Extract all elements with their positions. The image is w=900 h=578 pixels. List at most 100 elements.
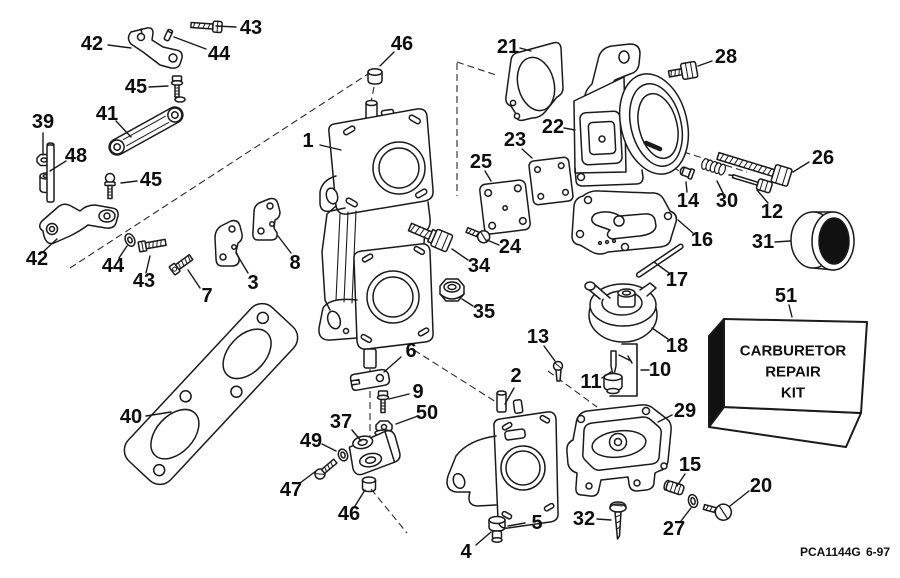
footer: PCA1144G 6-97 [800,545,890,559]
part-screw-20 [702,503,733,521]
callout-10: 10 [649,359,671,381]
callout-12: 12 [761,201,783,223]
part-washer-49 [337,448,349,462]
part-packing-nut-14 [679,166,696,180]
callout-6: 6 [405,340,416,362]
callout-34: 34 [468,255,491,277]
callout-21: 21 [497,36,519,58]
part-screw-9 [376,390,390,414]
part-float [584,281,658,343]
part-screw-45b [104,172,116,200]
footer-issue: 6-97 [866,545,890,559]
callout-25: 25 [470,151,492,173]
part-plug-15 [663,479,685,496]
callout-22: 22 [542,116,564,138]
callout-16: 16 [691,229,713,251]
callout-41: 41 [96,103,118,125]
callout-43b: 43 [133,270,155,292]
part-plug-46b [361,476,377,493]
part-bowl-gasket-16 [571,190,678,255]
part-nut-35 [439,278,465,302]
callout-44b: 44 [102,255,125,277]
callout-24: 24 [499,236,522,258]
part-cam-follower-plate [349,368,391,392]
callout-42b: 42 [26,248,48,270]
callout-31: 31 [752,231,774,253]
callout-48: 48 [65,145,87,167]
callout-50: 50 [416,402,438,424]
callout-18: 18 [666,335,688,357]
part-cup-seal-31 [790,211,855,271]
callout-44a: 44 [208,43,231,65]
part-screw-47 [314,458,338,480]
group-bracket-10 [609,343,638,397]
leader-lines [42,25,810,546]
part-screw-7 [168,254,194,276]
part-screw-45a [170,75,186,103]
part-pump-plate-25 [479,179,531,235]
callout-39: 39 [32,111,54,133]
callout-5: 5 [531,512,542,534]
callout-9: 9 [412,381,423,403]
part-cover-gasket-21 [505,41,564,122]
repair-kit-box-text: CARBURETOR REPAIR KIT [740,343,847,402]
part-plug-46a [367,68,383,85]
callout-37: 37 [330,411,352,433]
callout-43a: 43 [240,17,262,39]
callout-23: 23 [504,129,526,151]
callout-47: 47 [280,479,302,501]
callout-45a: 45 [125,76,147,98]
footer-code: PCA1144G [800,545,861,559]
callout-7: 7 [201,285,212,307]
callout-26: 26 [812,147,834,169]
callout-42a: 42 [81,33,103,55]
part-main-jet-plug [488,515,506,543]
part-idle-screw-12 [728,173,773,194]
part-oring-27 [687,493,699,509]
part-washer-44b [124,233,136,247]
callout-35: 35 [473,301,495,323]
part-needle-and-seat [603,350,633,395]
part-link-rod [108,106,184,156]
callout-30: 30 [716,190,738,212]
part-float-bowl [566,404,672,497]
callout-labels: 1 2 3 4 5 6 7 8 9 10 11 12 13 14 15 16 1… [26,17,834,563]
callout-46b: 46 [338,503,360,525]
part-throttle-lever-upper [127,27,183,69]
callout-11: 11 [580,371,601,393]
part-drain-screw-32 [609,501,627,540]
callout-27: 27 [663,518,685,540]
part-check-valve-plate-23 [528,156,574,206]
callout-28: 28 [715,46,737,68]
callout-8: 8 [289,252,300,274]
callout-32: 32 [573,508,595,530]
callout-3: 3 [247,272,258,294]
callout-45b: 45 [140,169,162,191]
callout-4: 4 [460,541,472,563]
part-bolt-43b [137,238,167,253]
kit-text-line3: KIT [781,385,805,402]
part-bolt-34 [407,222,454,253]
callout-13: 13 [527,326,549,348]
part-manifold-gasket [123,302,299,486]
callout-51: 51 [775,285,797,307]
part-bracket-3 [214,219,243,267]
part-bracket-8 [252,197,281,241]
callout-20: 20 [750,475,772,497]
callout-2: 2 [510,365,521,387]
callout-29: 29 [674,400,696,422]
part-swivel-clamp-37 [348,430,401,476]
part-main-carburetor-body [318,99,434,369]
callout-46a: 46 [391,33,413,55]
callout-1: 1 [302,130,313,152]
part-bolt-26 [716,151,793,187]
part-screw-43a [190,20,223,34]
kit-text-line1: CARBURETOR [740,343,847,360]
kit-text-line2: REPAIR [765,364,821,381]
callout-14: 14 [677,190,700,212]
part-screw-13 [552,360,564,382]
callout-17: 17 [666,269,688,291]
part-pivot-pin [163,28,174,42]
